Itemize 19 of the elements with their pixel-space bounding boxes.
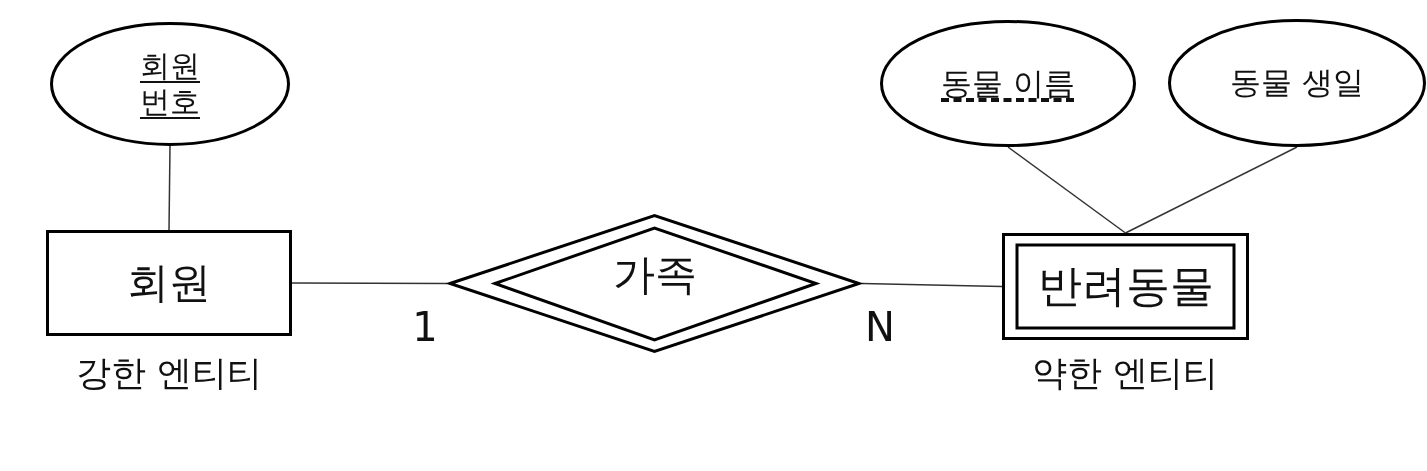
attribute-ellipse [50,22,290,146]
entity-name: 반려동물 [1037,260,1214,313]
entity-box [46,230,292,336]
entity-name: 회원 [127,257,211,309]
attribute-name: 동물 생일 [1230,64,1364,102]
weak-entity-box [1002,233,1249,340]
attribute-ellipse [880,20,1136,147]
connector-line [1124,146,1298,234]
connector-line [168,145,171,231]
connector-line [861,282,1003,288]
attribute-name: 동물 이름 [941,64,1075,103]
connector-line [1007,146,1127,234]
attribute-name: 회원 번호 [139,48,201,120]
entity-type-caption: 강한 엔티티 [74,352,264,394]
relationship-diamond [447,214,862,353]
relationship-name: 가족 [612,250,697,301]
connector-line [291,282,448,285]
entity-type-caption: 약한 엔티티 [1030,352,1220,394]
attribute-ellipse [1168,19,1426,147]
